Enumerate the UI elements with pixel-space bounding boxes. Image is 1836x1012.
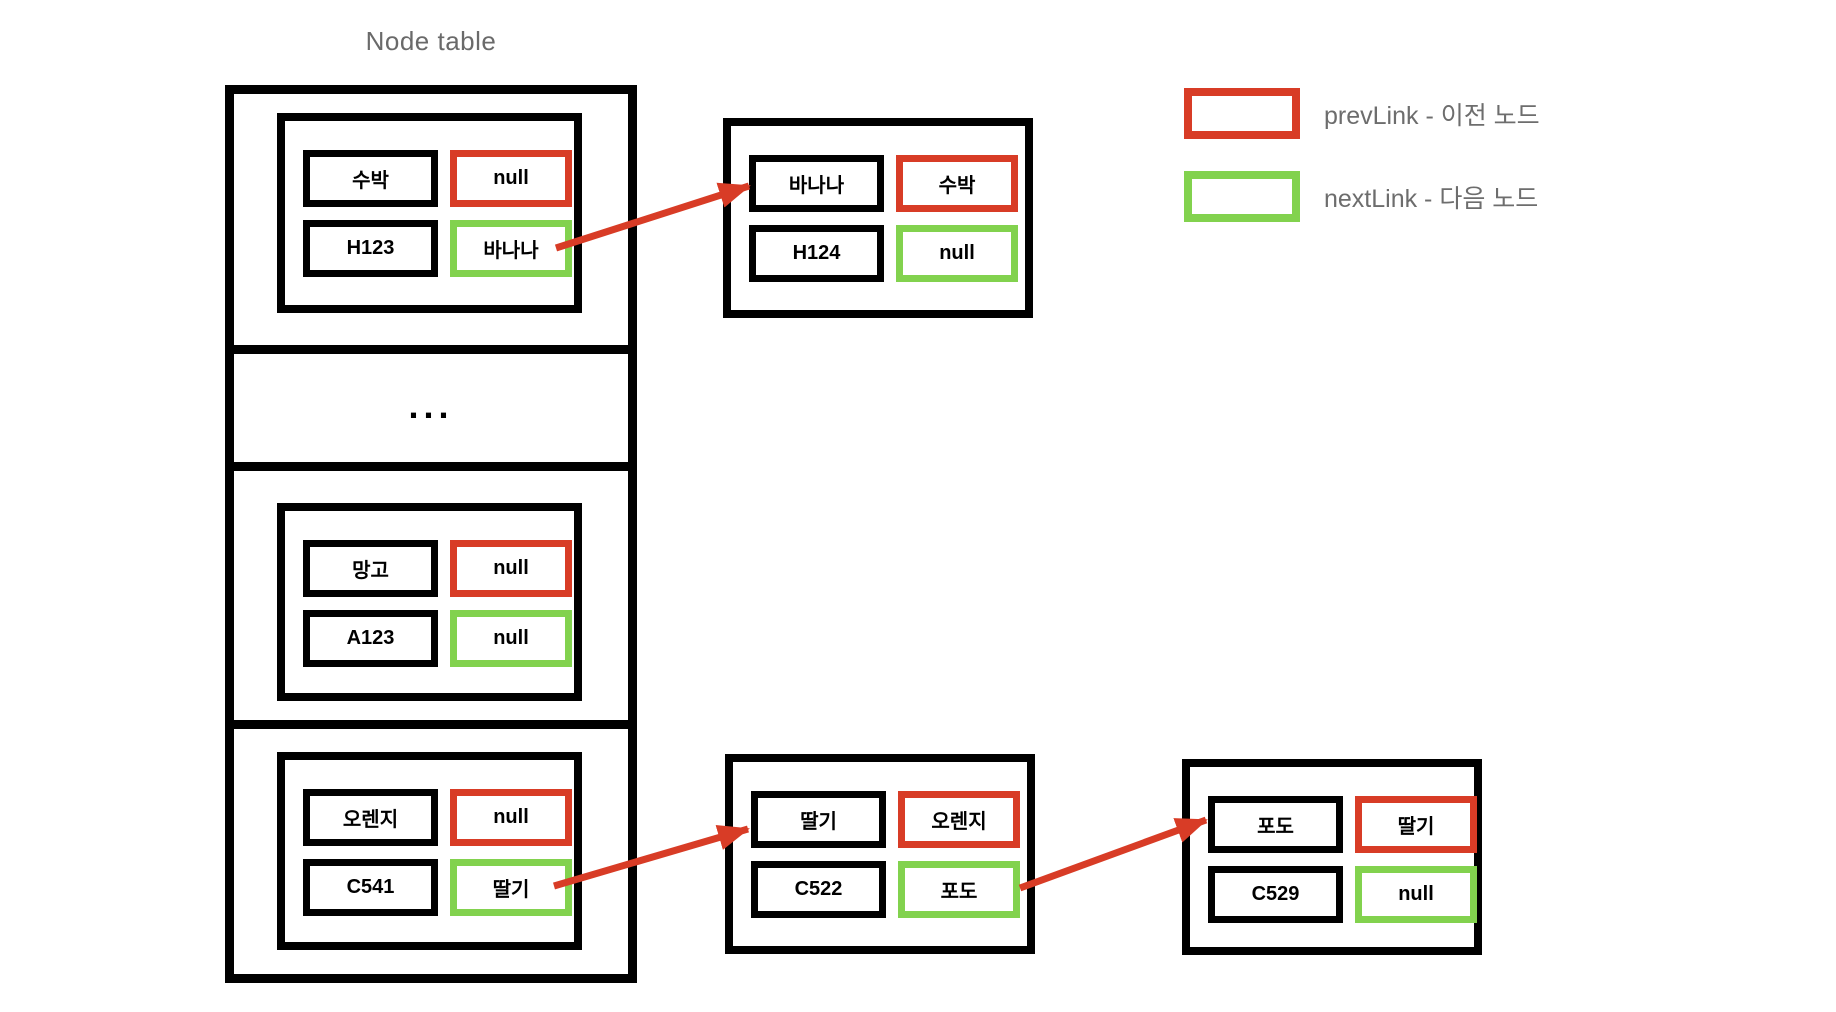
- diagram-title: Node table: [365, 26, 497, 56]
- node-id-cell: H124: [749, 225, 884, 282]
- node-id-cell: H123: [303, 220, 438, 277]
- prev-link-cell: null: [450, 150, 572, 207]
- next-link-cell: 바나나: [450, 220, 572, 277]
- node-id-cell: A123: [303, 610, 438, 667]
- node-banana: 바나나 수박 H124 null: [723, 118, 1033, 318]
- prevlink-swatch: [1184, 88, 1300, 139]
- nextlink-swatch: [1184, 171, 1300, 222]
- table-row-divider: [225, 345, 637, 354]
- node-name-cell: 포도: [1208, 796, 1343, 853]
- node-id-cell: C522: [751, 861, 886, 918]
- node-id-cell: C529: [1208, 866, 1343, 923]
- node-name-cell: 딸기: [751, 791, 886, 848]
- node-mango: 망고 null A123 null: [277, 503, 582, 701]
- prev-link-cell: 수박: [896, 155, 1018, 212]
- next-link-cell: null: [896, 225, 1018, 282]
- node-grape: 포도 딸기 C529 null: [1182, 759, 1482, 955]
- table-row-divider: [225, 720, 637, 729]
- next-link-cell: 딸기: [450, 859, 572, 916]
- next-link-cell: 포도: [898, 861, 1020, 918]
- prev-link-cell: 딸기: [1355, 796, 1477, 853]
- prevlink-label: prevLink - 이전 노드: [1324, 101, 1540, 130]
- table-ellipsis: ...: [408, 385, 454, 426]
- node-watermelon: 수박 null H123 바나나: [277, 113, 582, 313]
- nextlink-label: nextLink - 다음 노드: [1324, 184, 1539, 213]
- legend-item-nextlink: nextLink - 다음 노드: [1184, 171, 1538, 222]
- node-name-cell: 망고: [303, 540, 438, 597]
- table-row-divider: [225, 462, 637, 471]
- node-orange: 오렌지 null C541 딸기: [277, 752, 582, 950]
- next-link-cell: null: [450, 610, 572, 667]
- legend-item-prevlink: prevLink - 이전 노드: [1184, 88, 1540, 139]
- arrow-strawberry-next-to-grape: [1018, 816, 1208, 892]
- node-strawberry: 딸기 오렌지 C522 포도: [725, 754, 1035, 954]
- node-id-cell: C541: [303, 859, 438, 916]
- next-link-cell: null: [1355, 866, 1477, 923]
- node-name-cell: 오렌지: [303, 789, 438, 846]
- prev-link-cell: 오렌지: [898, 791, 1020, 848]
- prev-link-cell: null: [450, 789, 572, 846]
- node-name-cell: 바나나: [749, 155, 884, 212]
- prev-link-cell: null: [450, 540, 572, 597]
- node-name-cell: 수박: [303, 150, 438, 207]
